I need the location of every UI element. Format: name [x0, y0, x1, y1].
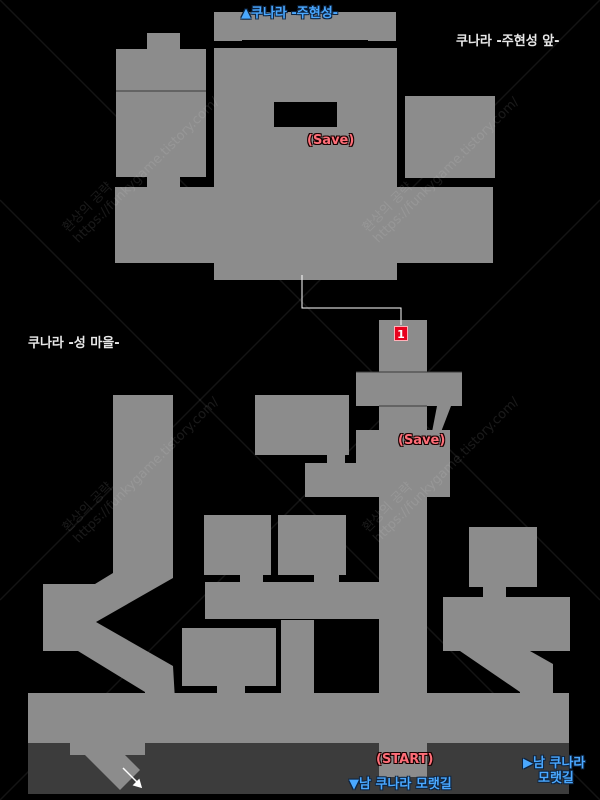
south-exit-right[interactable]: ▶남 쿠나라 모랫길: [523, 756, 585, 786]
floor-tiles: [28, 12, 570, 790]
save-point-lower[interactable]: (Save): [398, 433, 446, 448]
connector-line: [301, 275, 402, 325]
south-exit-right-line2: 모랫길: [538, 771, 574, 786]
castle-exit-label[interactable]: ▲쿠나라 -주현성-: [241, 6, 339, 21]
castle-hole: [274, 102, 337, 127]
castle-town-title: 쿠나라 -성 마을-: [28, 336, 120, 351]
south-exit-bottom[interactable]: ▼남 쿠나라 모랫길: [349, 777, 452, 792]
castle-front-title: 쿠나라 -주현성 앞-: [456, 34, 560, 49]
start-point[interactable]: (START): [376, 752, 434, 767]
exit-arrow-southeast: [122, 767, 143, 789]
save-point-upper[interactable]: (Save): [307, 133, 355, 148]
treasure-chest-1[interactable]: 1: [394, 326, 408, 341]
south-exit-right-line1: ▶남 쿠나라: [523, 756, 586, 771]
divider-lines: [116, 90, 462, 407]
